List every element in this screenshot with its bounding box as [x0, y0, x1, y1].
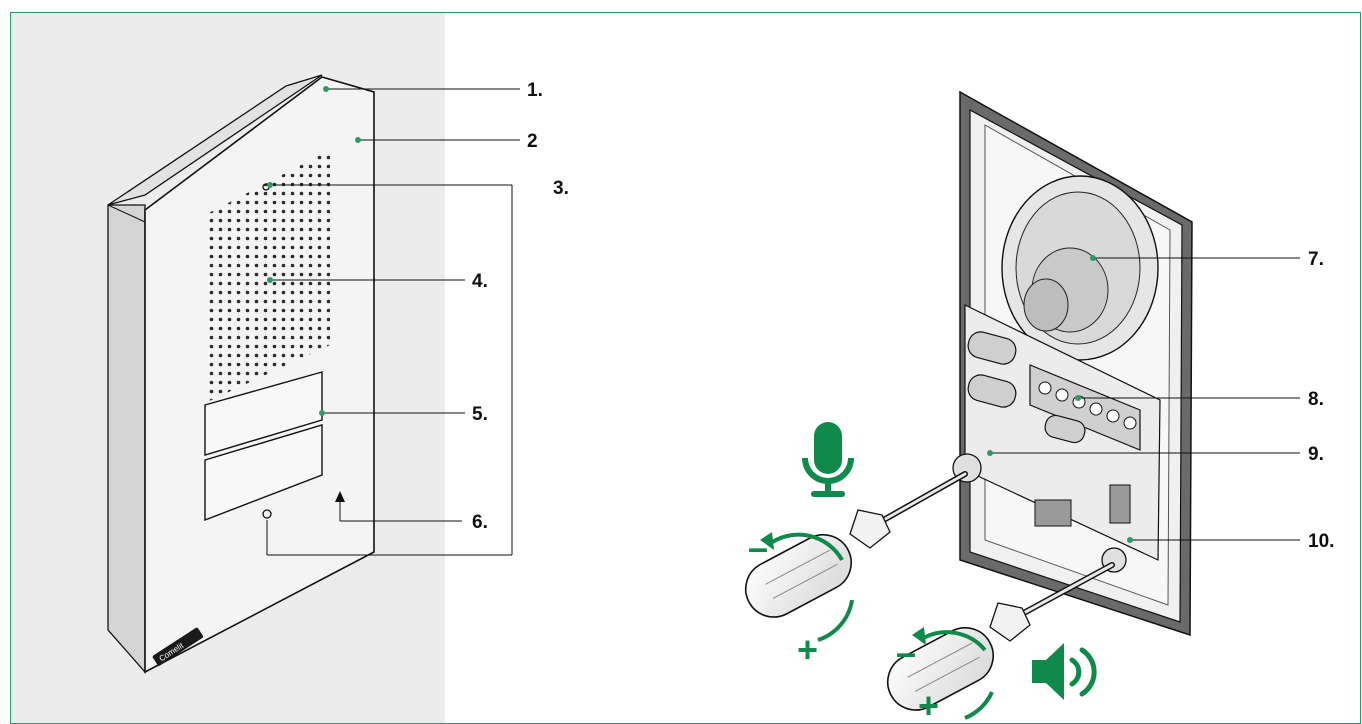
arrow-6 — [335, 491, 345, 502]
speaker-unit — [1001, 175, 1159, 361]
callout-label-10: 10. — [1308, 531, 1334, 552]
callout-label-3: 3. — [553, 178, 569, 199]
push-button-upper — [204, 371, 323, 456]
callout-label-8: 8. — [1308, 389, 1324, 410]
back-leader-lines — [990, 257, 1300, 541]
back-view-door-station — [952, 90, 1193, 637]
front-door-station: Comelit — [107, 74, 375, 674]
callout-label-4: 4. — [472, 271, 488, 292]
speaker-minus-sign: – — [896, 632, 916, 673]
speaker-grille — [205, 150, 330, 403]
capacitors — [967, 331, 1086, 444]
callout-label-2: 2 — [527, 131, 538, 152]
callout-label-5: 5. — [472, 404, 488, 425]
fixing-screw — [262, 509, 272, 519]
mic-minus-sign: – — [748, 527, 768, 568]
front-leader-lines — [266, 88, 520, 556]
back-callout-dots — [987, 255, 1133, 543]
front-callout-dots — [267, 86, 361, 416]
screwdriver-microphone — [744, 471, 968, 642]
speaker-plus-sign: + — [918, 685, 939, 724]
callout-label-1: 1. — [527, 80, 543, 101]
callout-label-7: 7. — [1308, 249, 1324, 270]
push-button-lower — [204, 424, 323, 522]
callout-label-9: 9. — [1308, 444, 1324, 465]
terminal-block — [1029, 364, 1141, 451]
microphone-icon — [802, 422, 854, 497]
speaker-icon — [1032, 643, 1097, 700]
callout-label-6: 6. — [472, 512, 488, 533]
mic-plus-sign: + — [797, 629, 818, 670]
callout-labels: 1. 2 3. 4. 5. 6. 7. 8. 9. 10. — [472, 80, 1334, 552]
screwdriver-speaker — [886, 562, 1115, 720]
